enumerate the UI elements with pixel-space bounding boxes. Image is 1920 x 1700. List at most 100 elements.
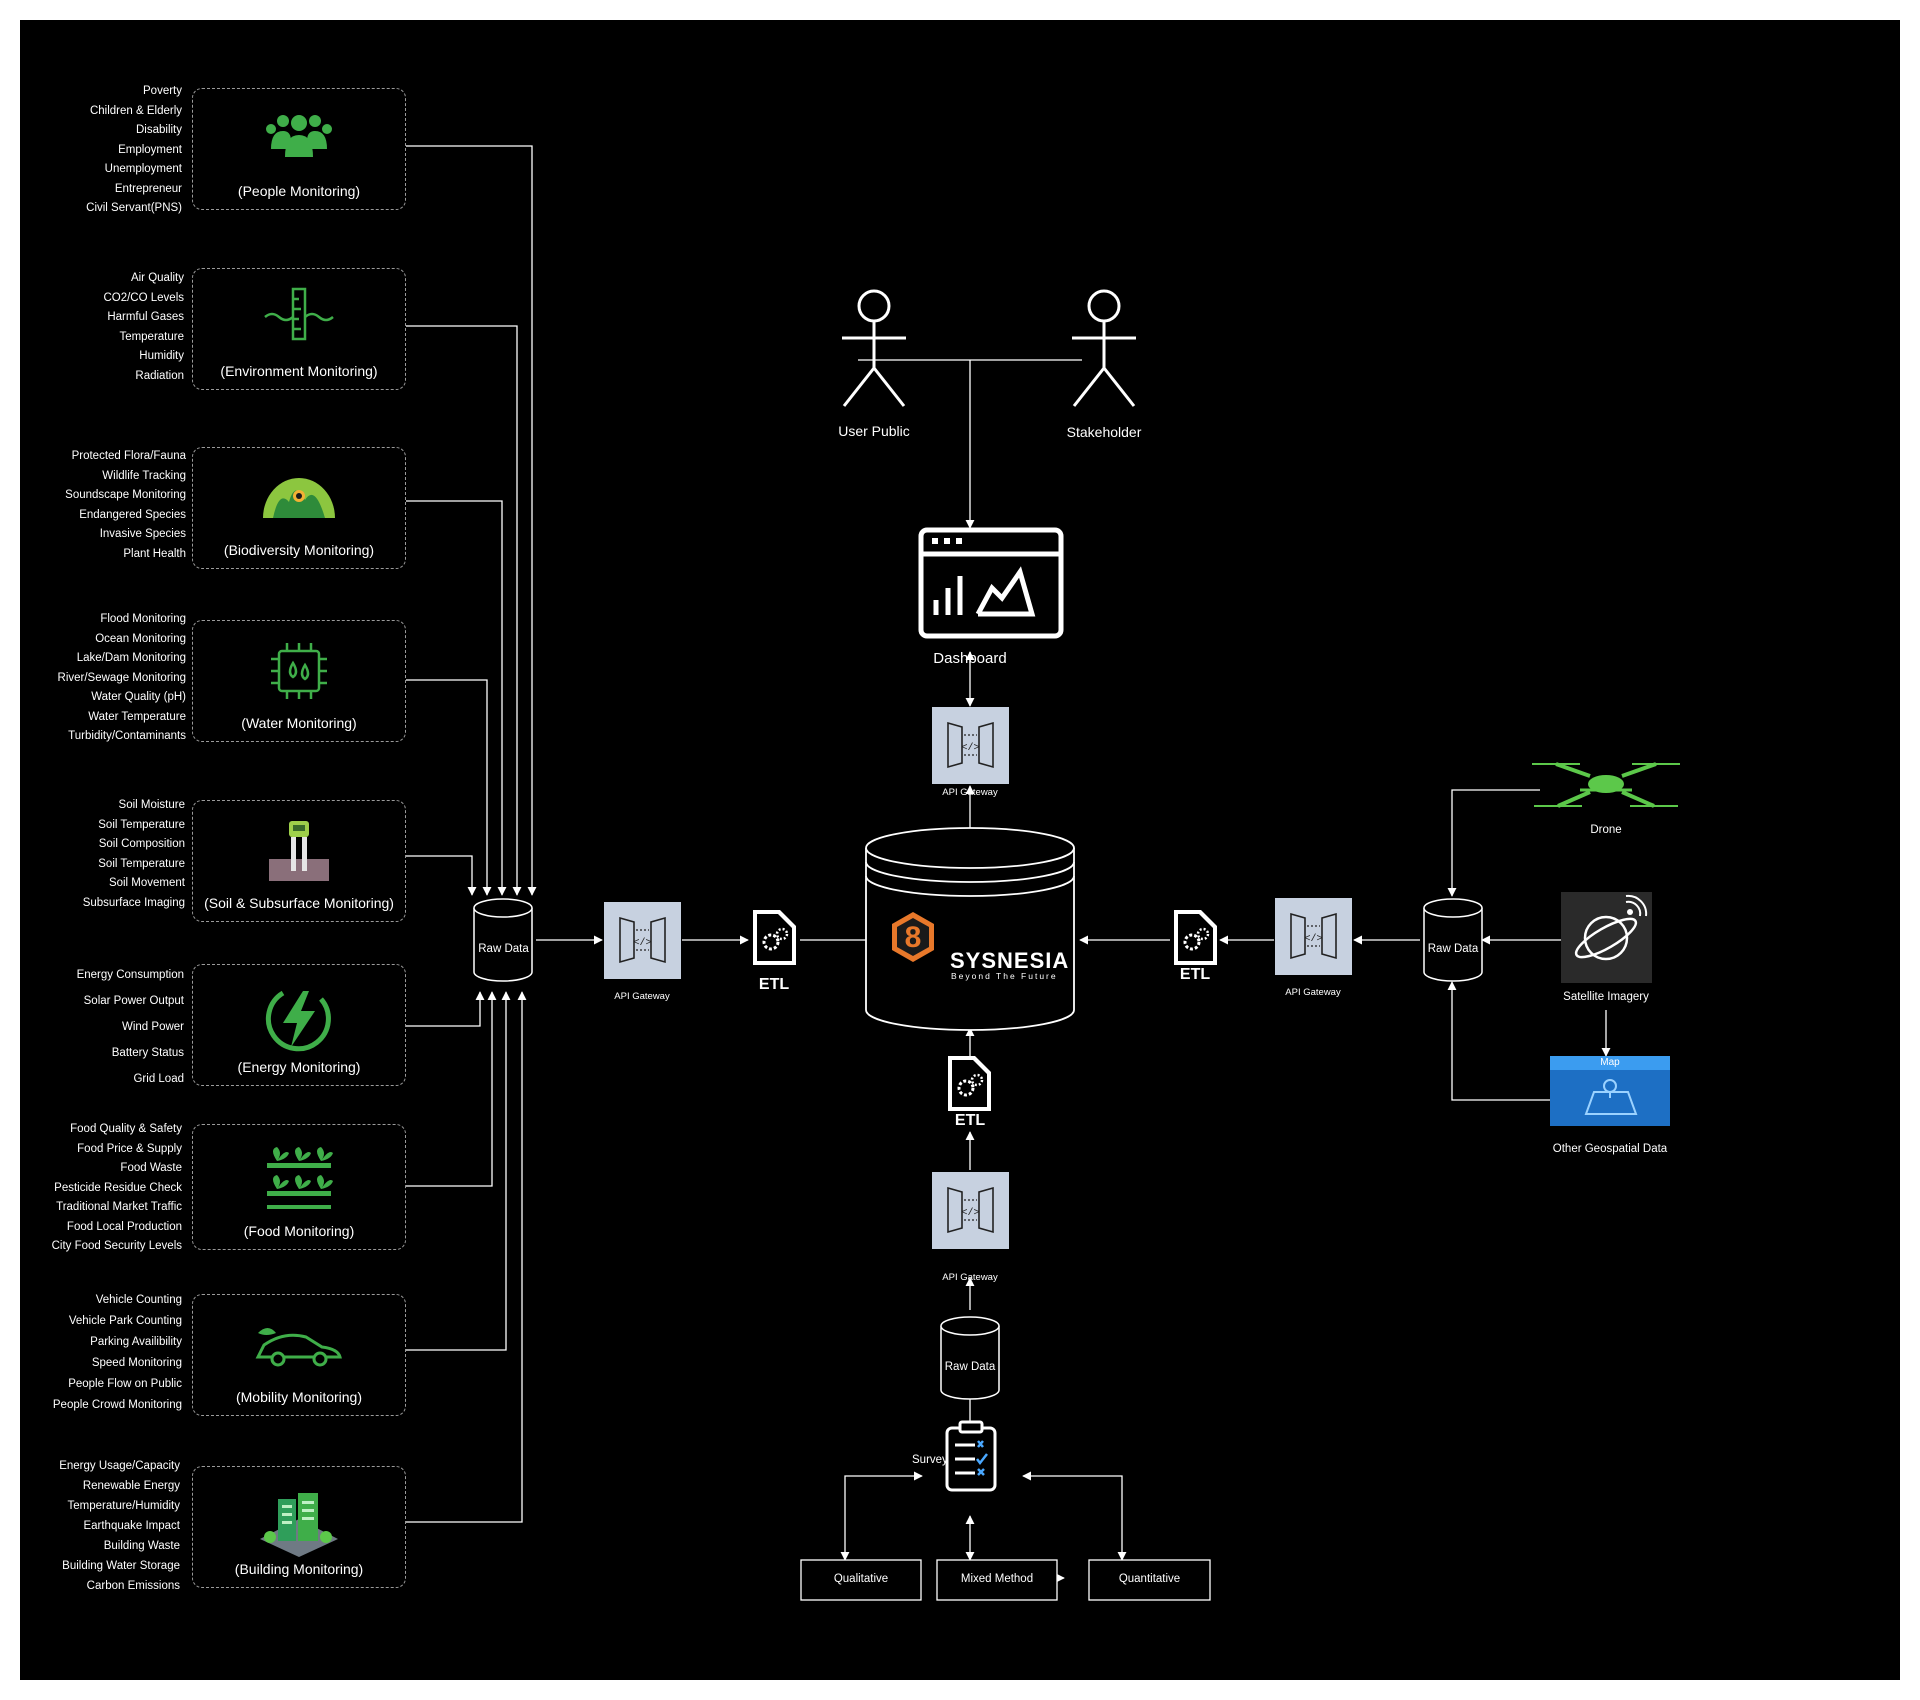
survey-clipboard-icon xyxy=(945,1420,997,1492)
mobility-car-icon xyxy=(255,1328,342,1367)
environment-gauge-icon xyxy=(264,287,334,341)
monitoring-item: Soil Composition xyxy=(98,838,185,850)
api-gateway-bottom-icon: </> xyxy=(932,1172,1009,1249)
connector-qualitative-survey xyxy=(840,1471,923,1561)
connector-quantitative-survey xyxy=(1022,1471,1127,1561)
monitoring-item: Wildlife Tracking xyxy=(102,469,186,482)
survey-label: Survey xyxy=(912,1454,948,1466)
brand-tagline: Beyond The Future xyxy=(951,971,1058,981)
monitoring-item: Solar Power Output xyxy=(83,995,184,1007)
etl-left-label: ETL xyxy=(758,976,790,993)
people-group-icon xyxy=(266,115,332,157)
module-label: (Soil & Subsurface Monitoring) xyxy=(204,895,394,911)
mixed-method-box xyxy=(936,1559,1058,1601)
brand-digit: 8 xyxy=(904,921,922,954)
map-title: Map xyxy=(1600,1057,1620,1068)
connector-people xyxy=(406,145,537,896)
raw-data-right-label: Raw Data xyxy=(1427,943,1479,955)
monitoring-item: Earthquake Impact xyxy=(83,1520,180,1532)
etl-right-icon xyxy=(1174,910,1217,965)
api-gateway-right-label: API Gateway xyxy=(1285,987,1341,998)
monitoring-item: People Flow on Public xyxy=(68,1378,182,1390)
monitoring-item: Temperature/Humidity xyxy=(67,1500,180,1512)
svg-text:</>: </> xyxy=(961,1207,979,1219)
people-monitoring-box: (People Monitoring) xyxy=(192,88,406,210)
etl-right-label: ETL xyxy=(1179,966,1211,983)
quantitative-box xyxy=(1088,1559,1211,1601)
building-city-icon xyxy=(260,1493,338,1557)
drone-label: Drone xyxy=(1590,824,1622,836)
monitoring-item: Battery Status xyxy=(111,1047,184,1059)
etl-bottom-label: ETL xyxy=(954,1112,986,1129)
connector-geo-to-raw xyxy=(1447,981,1550,1101)
connector-water xyxy=(406,679,492,896)
map-icon xyxy=(1550,1056,1670,1126)
monitoring-item: Food Waste xyxy=(120,1162,182,1174)
module-label: (Water Monitoring) xyxy=(241,715,357,731)
monitoring-item: Soil Temperature xyxy=(98,818,185,831)
monitoring-item: Radiation xyxy=(135,369,184,382)
biodiversity-monitoring-box: (Biodiversity Monitoring) xyxy=(192,447,406,569)
monitoring-item: Unemployment xyxy=(104,163,182,175)
api-gateway-top-icon: </> xyxy=(932,707,1009,784)
monitoring-item: Soil Moisture xyxy=(118,799,185,811)
water-chip-icon xyxy=(271,643,327,699)
monitoring-item: Disability xyxy=(135,124,182,136)
monitoring-item: Flood Monitoring xyxy=(100,613,186,625)
energy-monitoring-box: (Energy Monitoring) xyxy=(192,964,406,1086)
monitoring-item: Food Price & Supply xyxy=(77,1142,182,1155)
module-label: (People Monitoring) xyxy=(237,183,361,199)
sysnesia-logo-icon xyxy=(892,912,934,962)
geo-label: Other Geospatial Data xyxy=(1552,1143,1668,1155)
building-monitoring-box: (Building Monitoring) xyxy=(192,1466,406,1588)
food-monitoring-box: (Food Monitoring) xyxy=(192,1124,406,1250)
monitoring-item: Speed Monitoring xyxy=(91,1357,182,1369)
monitoring-item: Soil Temperature xyxy=(98,857,185,870)
food-plants-icon xyxy=(267,1147,333,1209)
monitoring-item: Subsurface Imaging xyxy=(82,896,185,909)
water-monitoring-box: (Water Monitoring) xyxy=(192,620,406,742)
monitoring-item: Building Waste xyxy=(103,1540,180,1552)
monitoring-item: Energy Consumption xyxy=(76,969,184,981)
dashboard-icon xyxy=(918,527,1064,639)
mobility-monitoring-box: (Mobility Monitoring) xyxy=(192,1294,406,1416)
dashboard-label: Dashboard xyxy=(933,650,1007,667)
connector-soil xyxy=(406,855,477,896)
biodiversity-dome-icon xyxy=(263,478,335,518)
monitoring-item: Endangered Species xyxy=(79,508,186,521)
connector-building xyxy=(406,991,527,1523)
connector-layer: </> </> </> </> xyxy=(406,145,1680,1601)
monitoring-item: Ocean Monitoring xyxy=(95,632,186,645)
brand-name: SYSNESIA xyxy=(950,948,1070,973)
monitoring-item: Humidity xyxy=(139,350,184,362)
monitoring-item: Soil Movement xyxy=(108,877,185,889)
monitoring-item: Air Quality xyxy=(130,272,184,284)
etl-left-icon xyxy=(753,910,796,965)
connector-biodiversity xyxy=(406,500,507,896)
api-gateway-right-icon: </> xyxy=(1275,898,1352,975)
monitoring-item: River/Sewage Monitoring xyxy=(57,671,186,684)
monitoring-item: Food Quality & Safety xyxy=(70,1123,182,1135)
connector-energy xyxy=(406,991,485,1027)
svg-text:</>: </> xyxy=(1304,933,1322,945)
monitoring-item: Poverty xyxy=(143,85,182,97)
module-label: (Building Monitoring) xyxy=(234,1561,364,1577)
monitoring-item: Traditional Market Traffic xyxy=(56,1201,182,1213)
connector-mobility xyxy=(406,991,511,1351)
module-label: (Biodiversity Monitoring) xyxy=(223,542,375,558)
api-gateway-left-label: API Gateway xyxy=(614,991,670,1002)
svg-text:</>: </> xyxy=(633,937,651,949)
raw-data-bottom-label: Raw Data xyxy=(944,1361,996,1373)
satellite-imagery-icon xyxy=(1561,892,1652,983)
stakeholder-label: Stakeholder xyxy=(1066,424,1142,440)
monitoring-item: CO2/CO Levels xyxy=(103,291,184,304)
monitoring-item: Civil Servant(PNS) xyxy=(86,202,182,214)
qualitative-label: Qualitative xyxy=(833,1573,889,1585)
connector-environment xyxy=(406,325,522,896)
monitoring-item: Water Temperature xyxy=(88,710,186,723)
